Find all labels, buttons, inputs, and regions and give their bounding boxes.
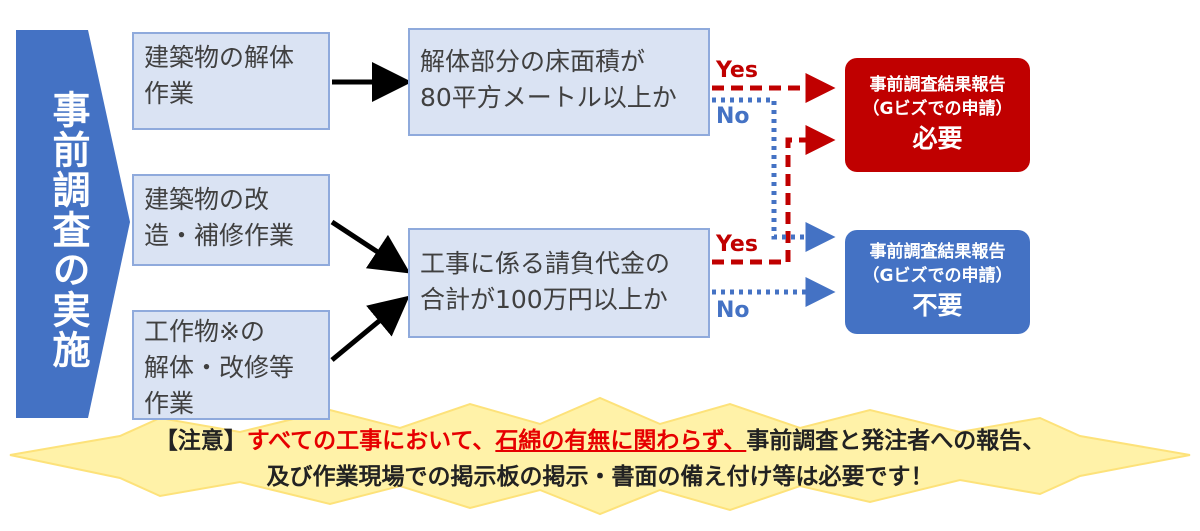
result-line-title: 事前調査結果報告: [869, 75, 1006, 95]
notice-red-text: すべての工事において、: [246, 428, 496, 454]
yes-label-floor-area: Yes: [716, 58, 758, 83]
work-box-line: 建築物の改: [144, 185, 270, 214]
chevron-shape: [16, 30, 130, 418]
notice-line-2: 及び作業現場での掲示板の掲示・書面の備え付け等は必要です！: [266, 464, 934, 490]
result-box-required: 事前調査結果報告 （Gビズでの申請） 必要: [845, 58, 1030, 172]
chevron-label: 事前調査の実施: [46, 90, 90, 370]
notice-prefix: 【注意】: [154, 428, 247, 454]
condition-box-contract: 工事に係る請負代金の 合計が100万円以上か: [408, 228, 710, 338]
result-box-not-required: 事前調査結果報告 （Gビズでの申請） 不要: [845, 230, 1030, 334]
no-label-floor-area: No: [716, 104, 750, 129]
work-box-line: 解体・改修等: [144, 353, 295, 382]
condition-line: 80平方メートル以上か: [420, 83, 677, 112]
result-line-title: 事前調査結果報告: [869, 242, 1006, 262]
result-line-method: （Gビズでの申請）: [862, 266, 1013, 286]
result-line-status: 不要: [912, 291, 963, 320]
yes-line-contract: [712, 125, 836, 265]
arrow-structure-to-contract: [330, 295, 410, 362]
notice-rest-text: 事前調査と発注者への報告、: [746, 428, 1046, 454]
arrow-renovation-to-contract: [330, 219, 411, 274]
notice-line-1: 【注意】すべての工事において、石綿の有無に関わらず、事前調査と発注者への報告、: [0, 424, 1200, 458]
work-box-line: 建築物の解体: [144, 43, 295, 72]
no-line-floor-area: [712, 97, 836, 252]
work-box-demolition: 建築物の解体 作業: [132, 32, 330, 130]
result-line-method: （Gビズでの申請）: [862, 99, 1013, 119]
work-box-line: 作業: [144, 79, 195, 108]
work-box-line: 作業: [144, 389, 195, 418]
no-label-contract: No: [716, 298, 750, 323]
work-box-line: 工作物※の: [144, 317, 265, 346]
notice-burst: [9, 396, 1191, 516]
notice-underlined-text: 石綿の有無に関わらず、: [495, 428, 747, 454]
work-box-structure: 工作物※の 解体・改修等 作業: [132, 310, 330, 420]
work-box-line: 造・補修作業: [144, 221, 295, 250]
result-line-status: 必要: [912, 124, 963, 153]
yes-label-contract: Yes: [716, 232, 758, 257]
condition-line: 工事に係る請負代金の: [420, 249, 671, 278]
condition-line: 解体部分の床面積が: [420, 47, 646, 76]
condition-box-floor-area: 解体部分の床面積が 80平方メートル以上か: [408, 28, 710, 136]
condition-line: 合計が100万円以上か: [420, 285, 668, 314]
work-box-renovation: 建築物の改 造・補修作業: [132, 174, 330, 266]
